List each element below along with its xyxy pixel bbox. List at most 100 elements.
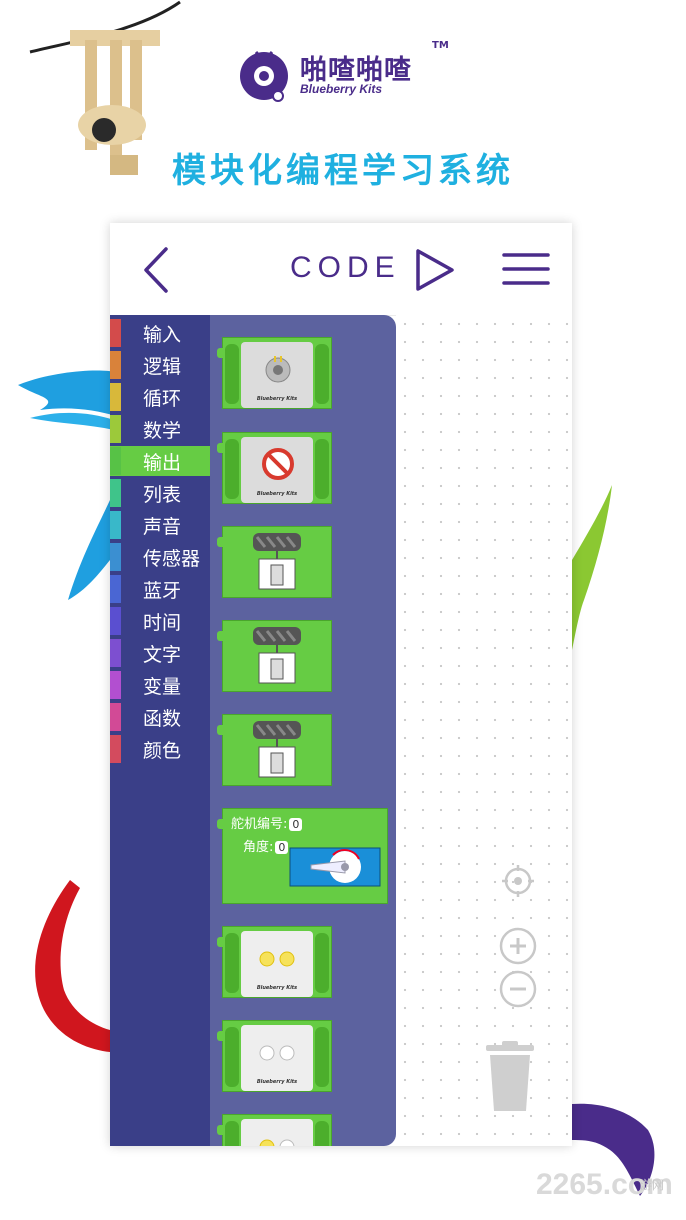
category-color[interactable]: 颜色: [110, 734, 210, 764]
block-side: [225, 1121, 239, 1146]
block-light[interactable]: Blueberry Kits: [217, 337, 332, 409]
page-title: CODE: [290, 251, 401, 284]
category-color: [110, 383, 121, 411]
servo-angle-label: 角度:: [243, 840, 274, 855]
block-side: [315, 439, 329, 499]
block-motor[interactable]: [217, 526, 332, 598]
category-function[interactable]: 函数: [110, 702, 210, 732]
block-brand: Blueberry Kits: [256, 985, 298, 991]
motor-icon: [253, 721, 301, 778]
zoom-in-icon[interactable]: [499, 927, 537, 965]
block-side: [225, 933, 239, 993]
category-list-item[interactable]: 列表: [110, 478, 210, 508]
run-button[interactable]: [412, 245, 458, 295]
block-connector: [217, 631, 223, 641]
category-color: [110, 447, 121, 475]
back-button[interactable]: [140, 245, 172, 295]
category-sensor[interactable]: 传感器: [110, 542, 210, 572]
block-motor[interactable]: [217, 714, 332, 786]
workspace-canvas[interactable]: [396, 315, 572, 1146]
block-side: [315, 933, 329, 993]
category-label: 时间: [143, 612, 182, 634]
category-label: 传感器: [143, 548, 201, 570]
block-side: [315, 1121, 329, 1146]
block-side: [225, 344, 239, 404]
logo-name: 啪喳啪喳: [300, 55, 412, 86]
block-side: [225, 1027, 239, 1087]
category-loop[interactable]: 循环: [110, 382, 210, 412]
category-color: [110, 671, 121, 699]
category-label: 声音: [143, 516, 182, 538]
recenter-icon[interactable]: [500, 863, 536, 899]
category-variable[interactable]: 变量: [110, 670, 210, 700]
light-sensor-icon: [265, 356, 291, 383]
led-pair-icon: [259, 1139, 295, 1146]
block-connector: [217, 937, 223, 947]
category-output[interactable]: 输出: [110, 446, 210, 476]
block-brand: Blueberry Kits: [256, 396, 298, 402]
category-label: 循环: [143, 388, 182, 410]
block-connector: [217, 537, 223, 547]
category-time[interactable]: 时间: [110, 606, 210, 636]
trash-icon[interactable]: [484, 1041, 536, 1113]
category-label: 输出: [143, 452, 182, 474]
block-connector: [217, 443, 223, 453]
block-led-on[interactable]: Blueberry Kits: [217, 926, 332, 998]
category-color: [110, 735, 121, 763]
category-bluetooth[interactable]: 蓝牙: [110, 574, 210, 604]
stop-sign-icon: [262, 448, 294, 480]
block-servo[interactable]: 舵机编号:0 角度:0: [217, 808, 388, 904]
category-label: 输入: [143, 324, 182, 346]
block-stop[interactable]: Blueberry Kits: [217, 432, 332, 504]
category-text[interactable]: 文字: [110, 638, 210, 668]
category-sound[interactable]: 声音: [110, 510, 210, 540]
block-flyout: Blueberry Kits Blueberry Kits: [210, 315, 396, 1146]
category-label: 蓝牙: [143, 580, 182, 602]
category-label: 函数: [143, 708, 182, 730]
category-color: [110, 415, 121, 443]
category-input[interactable]: 输入: [110, 318, 210, 348]
servo-id-input[interactable]: 0: [289, 818, 303, 831]
category-label: 逻辑: [143, 356, 182, 378]
category-logic[interactable]: 逻辑: [110, 350, 210, 380]
block-side: [225, 439, 239, 499]
block-led-partial[interactable]: [217, 1114, 332, 1146]
servo-id-label: 舵机编号:: [231, 817, 288, 832]
block-motor[interactable]: [217, 620, 332, 692]
category-list: 输入 逻辑 循环 数学 输出 列表 声音 传感器 蓝牙 时间 文字 变量 函数 …: [110, 315, 210, 1146]
block-led-off[interactable]: Blueberry Kits: [217, 1020, 332, 1092]
block-face: Blueberry Kits: [241, 931, 313, 997]
category-color: [110, 511, 121, 539]
watermark: 2265.com: [536, 1168, 673, 1201]
category-label: 数学: [143, 420, 182, 442]
menu-button[interactable]: [502, 251, 550, 287]
category-color: [110, 703, 121, 731]
block-side: [315, 1027, 329, 1087]
block-face: [241, 1119, 313, 1146]
category-label: 文字: [143, 644, 182, 666]
watermark-sub: 游网: [640, 1178, 665, 1192]
category-math[interactable]: 数学: [110, 414, 210, 444]
category-color: [110, 639, 121, 667]
block-face: Blueberry Kits: [241, 437, 313, 503]
servo-motor-icon: [289, 847, 381, 887]
block-side: [315, 344, 329, 404]
block-connector: [217, 348, 223, 358]
motor-icon: [253, 533, 301, 590]
category-color: [110, 479, 121, 507]
servo-angle-row: 角度:0: [243, 836, 289, 855]
logo-subtitle: Blueberry Kits: [300, 82, 383, 96]
servo-angle-input[interactable]: 0: [275, 841, 289, 854]
zoom-out-icon[interactable]: [499, 970, 537, 1008]
block-connector: [217, 1031, 223, 1041]
tagline: 模块化编程学习系统: [172, 151, 514, 191]
servo-id-row: 舵机编号:0: [231, 813, 303, 832]
app-screen: CODE 输入 逻辑 循环 数学 输出 列表 声音 传感器 蓝牙 时间 文字 变…: [110, 223, 572, 1146]
block-brand: Blueberry Kits: [256, 1079, 298, 1085]
category-color: [110, 319, 121, 347]
blueberry-logo-icon: [240, 51, 288, 102]
led-pair-icon: [259, 951, 295, 967]
block-connector: [217, 1125, 223, 1135]
category-color: [110, 543, 121, 571]
